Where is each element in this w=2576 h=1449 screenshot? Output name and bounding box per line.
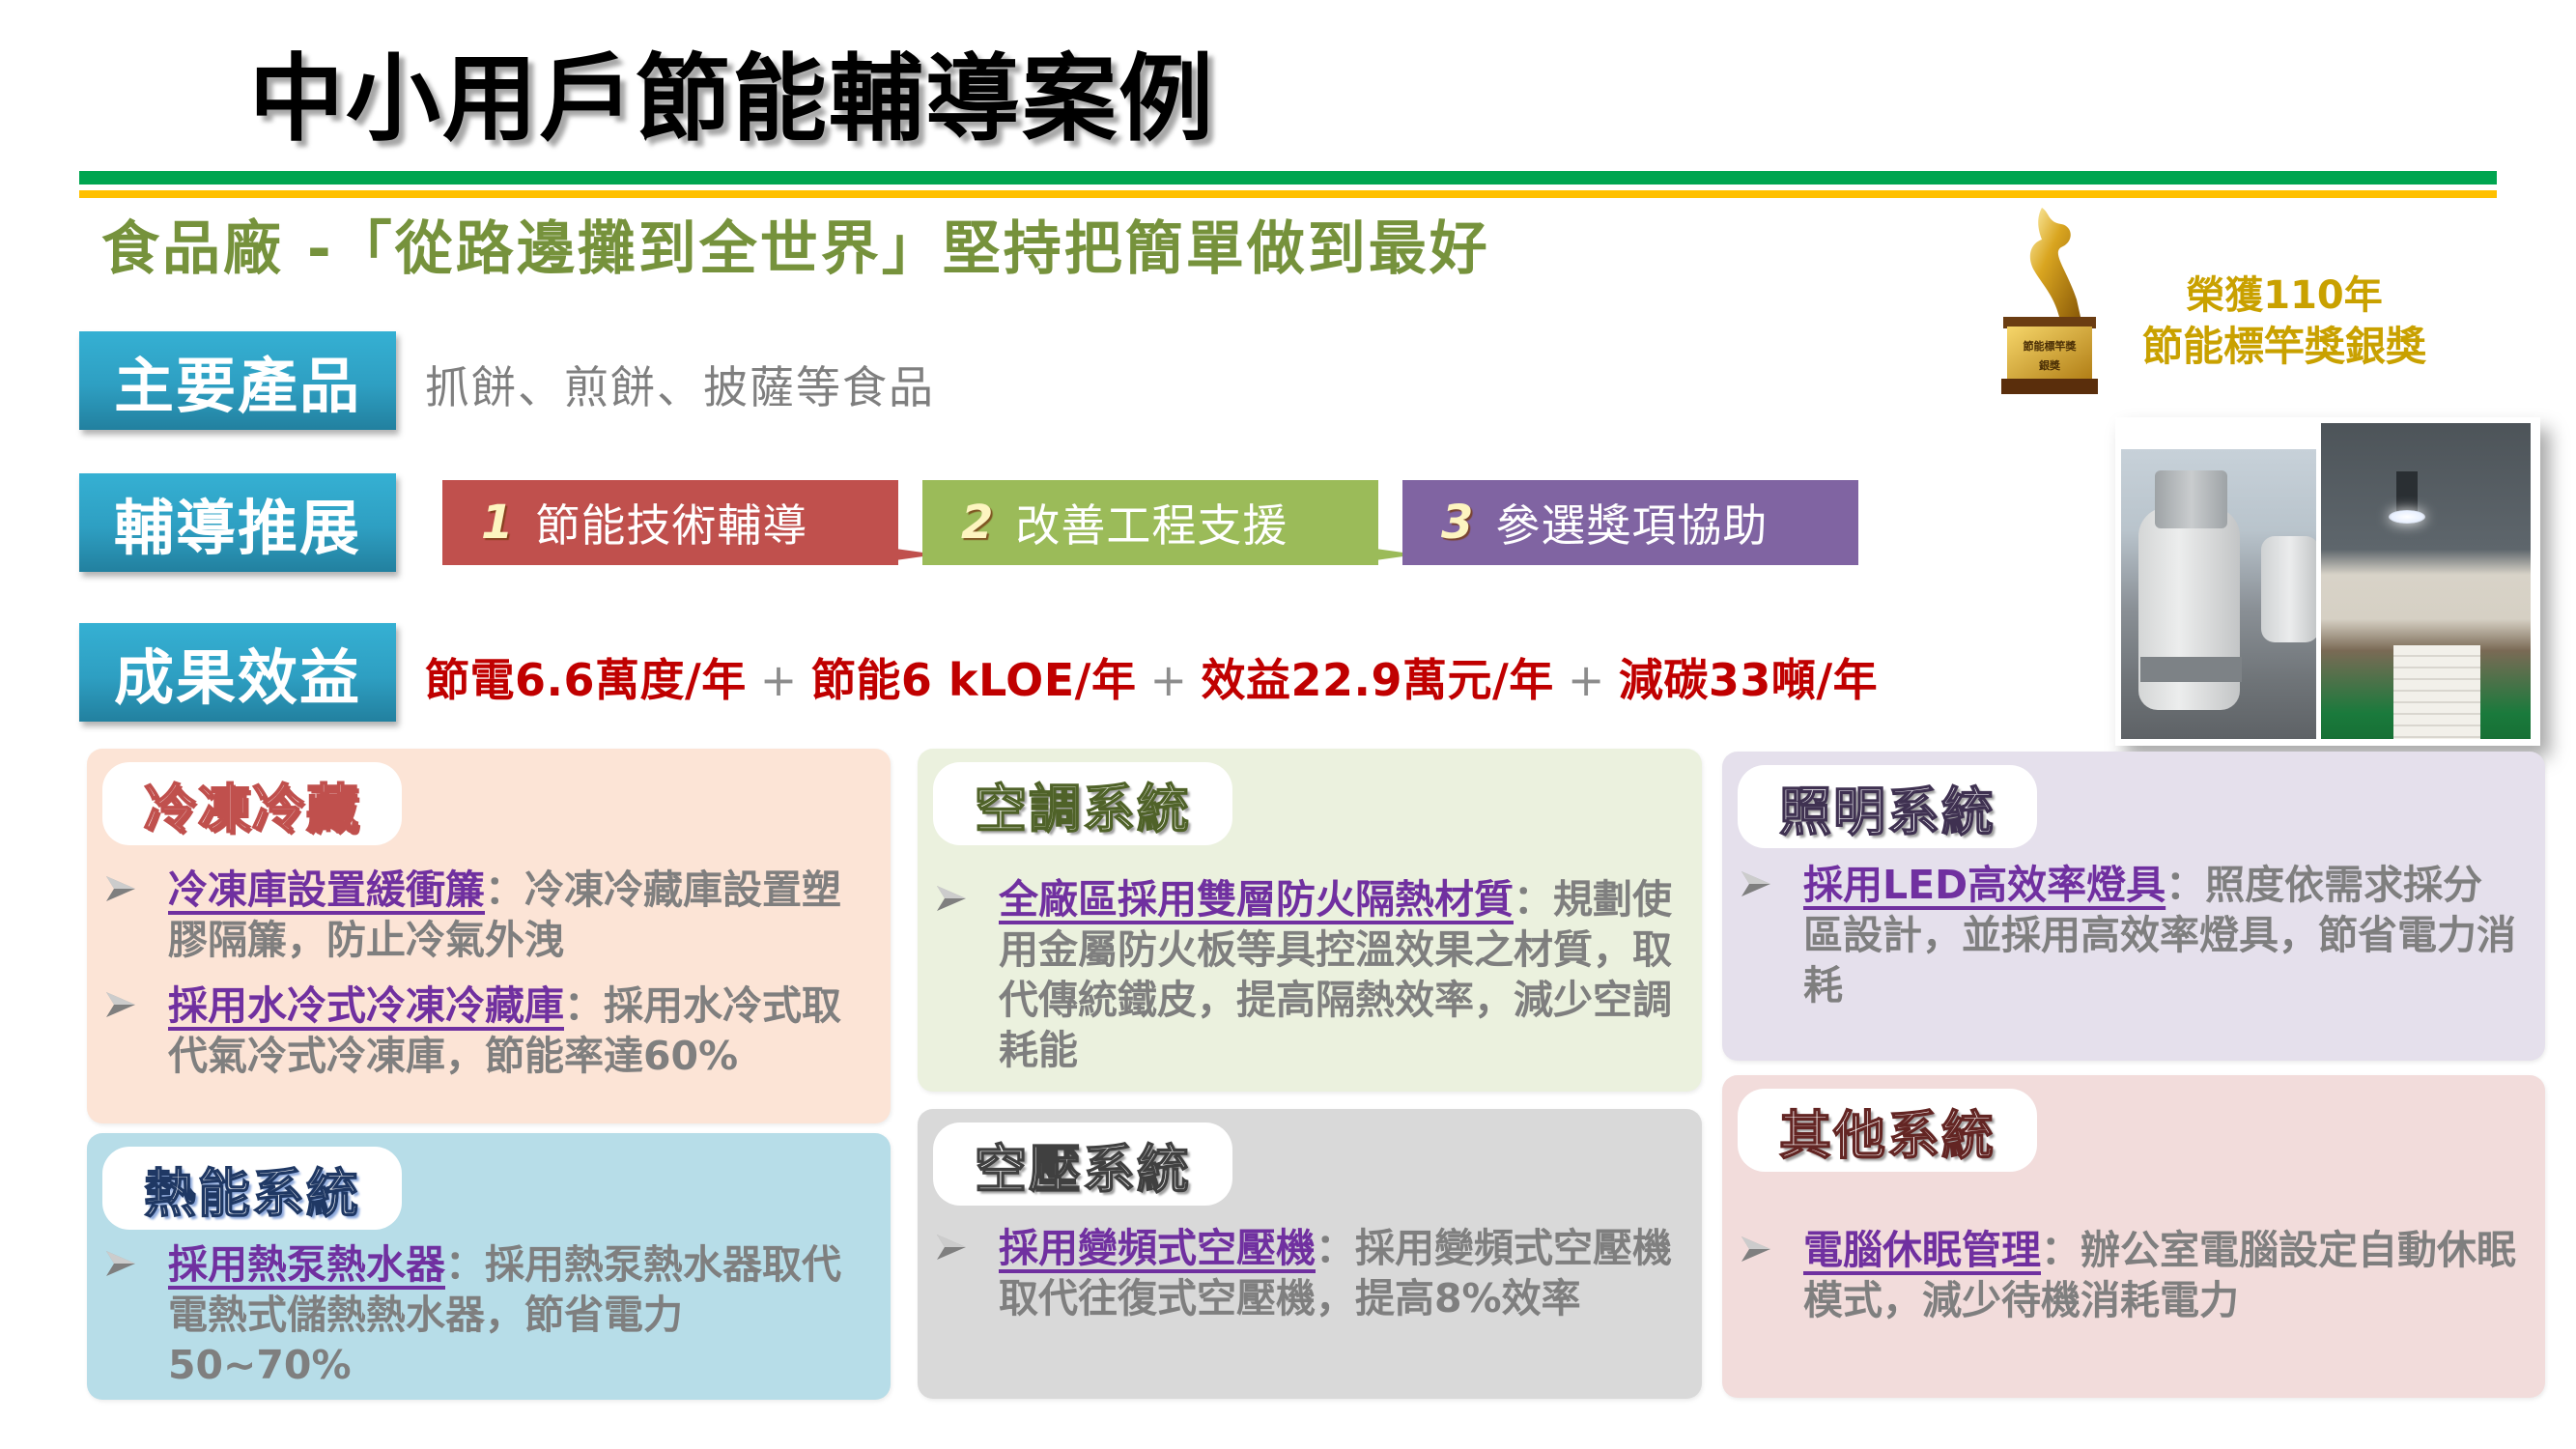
bullet-text: 採用變頻式空壓機取代往復式空壓機，提高8%效率 — [999, 1225, 1672, 1321]
bullet-text: 照度依需求採分區設計，並採用高效率燈具，節省電力消耗 — [1803, 862, 2516, 1009]
panel-refrigeration: 冷凍冷藏 冷凍庫設置緩衝簾：冷凍冷藏庫設置塑膠隔簾，防止冷氣外洩 採用水冷式冷凍… — [87, 749, 891, 1123]
bullet-list: 採用變頻式空壓機：採用變頻式空壓機取代往復式空壓機，提高8%效率 — [931, 1223, 1677, 1339]
bullet-key: 採用LED高效率燈具 — [1803, 862, 2166, 908]
plus-sign: + — [1149, 654, 1188, 706]
svg-text:節能標竿獎: 節能標竿獎 — [2024, 339, 2078, 353]
award-caption: 榮獲110年 節能標竿獎銀獎 — [2125, 270, 2444, 374]
bullet-text: 冷凍冷藏庫設置塑膠隔簾，防止冷氣外洩 — [168, 867, 841, 963]
bullet-text: 採用水冷式取代氣冷式冷凍庫，節能率達60% — [168, 982, 841, 1079]
bullet-text: 辦公室電腦設定自動休眠模式，減少待機消耗電力 — [1803, 1227, 2516, 1323]
cooling-tower-photo — [2121, 449, 2316, 739]
results-summary: 節電6.6萬度/年+節能6 kLOE/年+效益22.9萬元/年+減碳33噸/年 — [425, 645, 1878, 709]
led-lighting-photo — [2321, 423, 2531, 739]
bullet-text: 採用熱泵熱水器取代電熱式儲熱熱水器，節省電力50~70% — [168, 1241, 841, 1388]
panel-title: 其他系統 — [1738, 1089, 2037, 1172]
list-item: 採用變頻式空壓機：採用變頻式空壓機取代往復式空壓機，提高8%效率 — [931, 1223, 1677, 1323]
list-item: 冷凍庫設置緩衝簾：冷凍冷藏庫設置塑膠隔簾，防止冷氣外洩 — [100, 865, 865, 965]
award-line-1: 榮獲110年 — [2186, 273, 2383, 318]
panel-title: 冷凍冷藏 — [102, 762, 402, 845]
result-electricity: 節電6.6萬度/年 — [425, 654, 747, 706]
label-promotion: 輔導推展 — [79, 473, 396, 572]
bullet-key: 採用水冷式冷凍冷藏庫 — [168, 982, 564, 1029]
list-item: 採用熱泵熱水器：採用熱泵熱水器取代電熱式儲熱熱水器，節省電力50~70% — [100, 1239, 865, 1390]
title-divider-yellow — [79, 190, 2497, 198]
step-label: 節能技術輔導 — [535, 499, 808, 552]
result-carbon: 減碳33噸/年 — [1618, 654, 1879, 706]
step-label: 改善工程支援 — [1015, 499, 1288, 552]
list-item: 電腦休眠管理：辦公室電腦設定自動休眠模式，減少待機消耗電力 — [1736, 1225, 2520, 1325]
list-item: 採用水冷式冷凍冷藏庫：採用水冷式取代氣冷式冷凍庫，節能率達60% — [100, 980, 865, 1081]
panel-air-conditioning: 空調系統 全廠區採用雙層防火隔熱材質：規劃使用金屬防火板等具控溫效果之材質，取代… — [918, 749, 1702, 1092]
trophy-icon: 節能標竿獎 銀獎 — [1992, 203, 2106, 396]
panel-title: 熱能系統 — [102, 1147, 402, 1230]
step-2-engineering-support: 2 改善工程支援 — [922, 480, 1378, 565]
step-1-technical-guidance: 1 節能技術輔導 — [442, 480, 898, 565]
result-energy: 節能6 kLOE/年 — [810, 654, 1137, 706]
title-divider-green — [79, 171, 2497, 185]
step-3-award-assistance: 3 參選獎項協助 — [1402, 480, 1858, 565]
panel-title: 空壓系統 — [933, 1122, 1232, 1206]
step-number: 2 — [961, 496, 995, 550]
award-line-2: 節能標竿獎銀獎 — [2141, 323, 2426, 370]
page-title: 中小用戶節能輔導案例 — [249, 44, 1216, 155]
label-main-products: 主要產品 — [79, 331, 396, 430]
bullet-key: 全廠區採用雙層防火隔熱材質 — [999, 876, 1514, 923]
panel-title: 空調系統 — [933, 762, 1232, 845]
panel-lighting: 照明系統 採用LED高效率燈具：照度依需求採分區設計，並採用高效率燈具，節省電力… — [1722, 752, 2545, 1061]
bullet-list: 採用LED高效率燈具：照度依需求採分區設計，並採用高效率燈具，節省電力消耗 — [1736, 860, 2520, 1026]
arrow-bullet-icon — [106, 876, 135, 901]
list-item: 採用LED高效率燈具：照度依需求採分區設計，並採用高效率燈具，節省電力消耗 — [1736, 860, 2520, 1010]
bullet-key: 採用熱泵熱水器 — [168, 1241, 445, 1288]
plus-sign: + — [1567, 654, 1605, 706]
arrow-bullet-icon — [937, 886, 966, 911]
svg-text:銀獎: 銀獎 — [2039, 358, 2061, 372]
plus-sign: + — [759, 654, 798, 706]
arrow-bullet-icon — [1741, 871, 1770, 896]
panel-compressed-air: 空壓系統 採用變頻式空壓機：採用變頻式空壓機取代往復式空壓機，提高8%效率 — [918, 1109, 1702, 1399]
list-item: 全廠區採用雙層防火隔熱材質：規劃使用金屬防火板等具控溫效果之材質，取代傳統鐵皮，… — [931, 874, 1677, 1075]
bullet-key: 電腦休眠管理 — [1803, 1227, 2041, 1273]
case-subtitle: 食品廠 -「從路邊攤到全世界」堅持把簡單做到最好 — [101, 215, 1490, 283]
panel-thermal: 熱能系統 採用熱泵熱水器：採用熱泵熱水器取代電熱式儲熱熱水器，節省電力50~70… — [87, 1133, 891, 1400]
bullet-key: 冷凍庫設置緩衝簾 — [168, 867, 485, 913]
bullet-list: 全廠區採用雙層防火隔熱材質：規劃使用金屬防火板等具控溫效果之材質，取代傳統鐵皮，… — [931, 874, 1677, 1091]
step-label: 參選獎項協助 — [1495, 499, 1769, 552]
bullet-list: 冷凍庫設置緩衝簾：冷凍冷藏庫設置塑膠隔簾，防止冷氣外洩 採用水冷式冷凍冷藏庫：採… — [100, 865, 865, 1096]
step-number: 3 — [1441, 496, 1475, 550]
label-results: 成果效益 — [79, 623, 396, 722]
bullet-list: 電腦休眠管理：辦公室電腦設定自動休眠模式，減少待機消耗電力 — [1736, 1225, 2520, 1341]
panel-other-systems: 其他系統 電腦休眠管理：辦公室電腦設定自動休眠模式，減少待機消耗電力 — [1722, 1075, 2545, 1398]
panel-title: 照明系統 — [1738, 765, 2037, 848]
bullet-key: 採用變頻式空壓機 — [999, 1225, 1316, 1271]
arrow-bullet-icon — [106, 992, 135, 1017]
step-number: 1 — [481, 496, 515, 550]
products-text: 抓餅、煎餅、披薩等食品 — [425, 361, 935, 413]
result-benefit: 效益22.9萬元/年 — [1201, 654, 1554, 706]
arrow-bullet-icon — [937, 1235, 966, 1260]
arrow-bullet-icon — [1741, 1236, 1770, 1262]
bullet-text: 規劃使用金屬防火板等具控溫效果之材質，取代傳統鐵皮，提高隔熱效率，減少空調耗能 — [999, 876, 1672, 1073]
bullet-list: 採用熱泵熱水器：採用熱泵熱水器取代電熱式儲熱熱水器，節省電力50~70% — [100, 1239, 865, 1406]
arrow-bullet-icon — [106, 1251, 135, 1276]
